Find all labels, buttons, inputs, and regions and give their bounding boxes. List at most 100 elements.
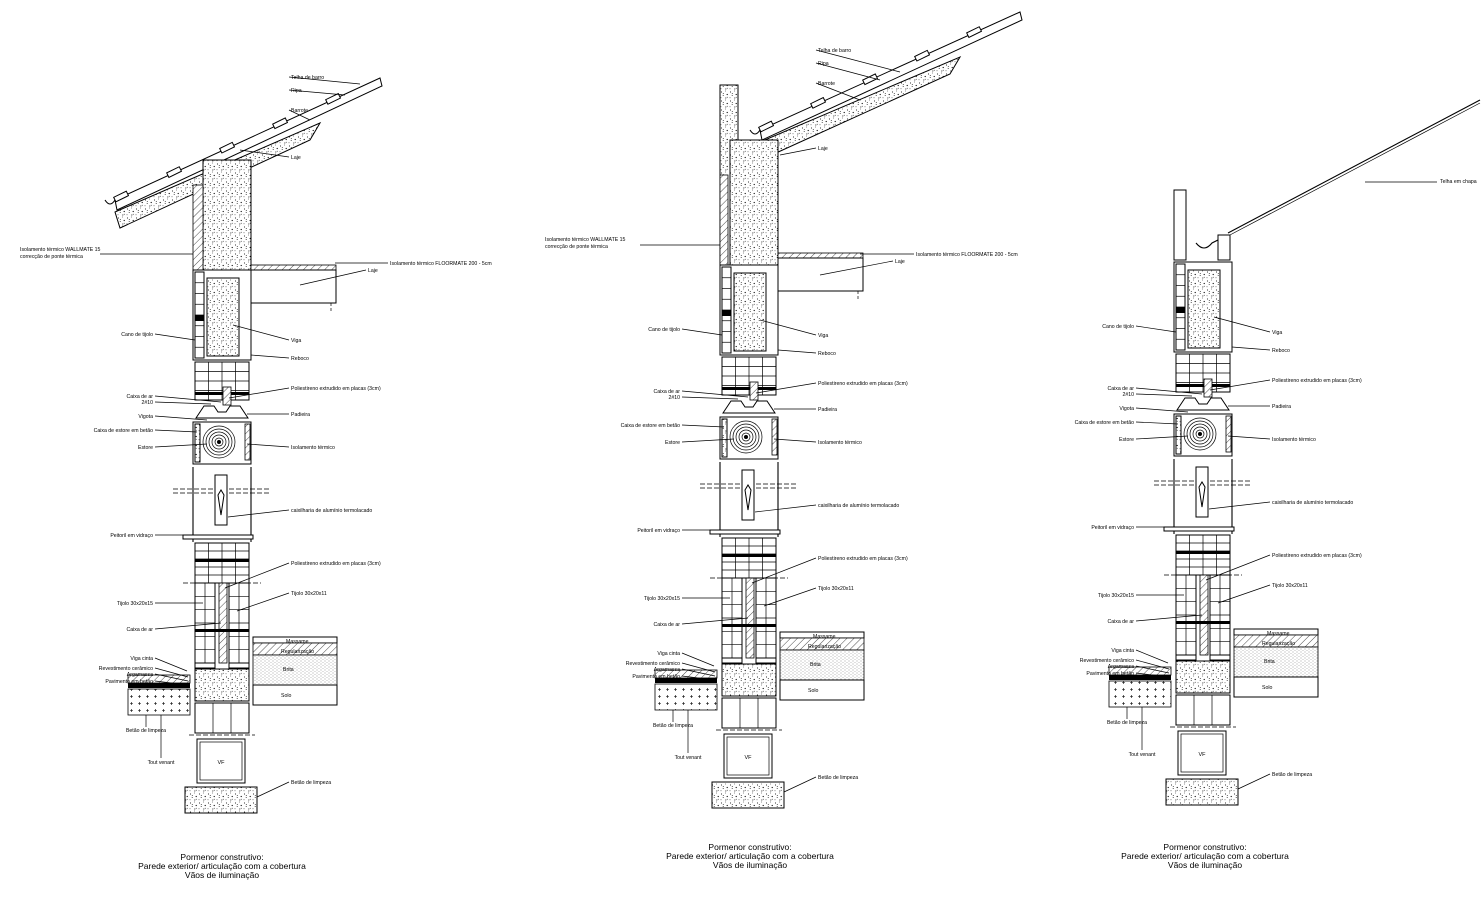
label-tout-venant: Tout venant <box>148 760 175 766</box>
leader-line <box>815 62 881 81</box>
parapet <box>1173 189 1187 261</box>
solo-layer <box>1233 676 1319 698</box>
label-massame: Massame <box>813 634 836 640</box>
xps-top <box>749 381 759 401</box>
leader-line <box>815 49 901 73</box>
label-caixa-estore: Caixa de estore em betão <box>94 428 154 434</box>
label-peitoril: Peitoril em vidraço <box>110 533 153 539</box>
leader-line <box>751 557 817 584</box>
leader-line <box>681 390 749 398</box>
label-massame: Massame <box>286 639 309 645</box>
label-ripa: Ripa <box>818 61 829 67</box>
brick-lower-grid <box>1175 534 1231 576</box>
label-isolamento-termico: Isolamento térmico <box>1272 437 1316 443</box>
label-viga-cinta: Viga cinta <box>130 656 153 662</box>
leader-line <box>1208 501 1271 510</box>
label-regularizacao: Regularização <box>808 644 841 650</box>
label-laje-top: Laje <box>291 155 301 161</box>
leader-line <box>1231 346 1271 351</box>
label-vf: VF <box>1198 752 1206 758</box>
parapet-concrete <box>202 159 252 271</box>
leader-line <box>819 260 894 276</box>
brita-layer <box>779 649 865 681</box>
brick-right <box>1209 574 1231 656</box>
leader-line <box>1135 614 1203 622</box>
label-argamassa: Argamassa <box>127 672 153 678</box>
brick-left <box>1175 574 1197 656</box>
label-tijolo-left: Tijolo 30x20x15 <box>117 601 153 607</box>
caption-line: Vãos de iluminação <box>713 860 787 870</box>
leader-line <box>779 147 817 156</box>
shutter-roll <box>732 423 760 451</box>
betao-limpeza-block <box>1165 778 1239 806</box>
label-tout-venant: Tout venant <box>675 755 702 761</box>
brick-lower-grid <box>721 537 777 579</box>
leader-line <box>154 415 208 421</box>
label-poliestireno-top: Poliestireno extrudido em placas (3cm) <box>291 386 381 392</box>
label-cano-tijolo: Cano de tijolo <box>648 327 680 333</box>
floormate-insulation <box>777 252 864 259</box>
label-telha: Telha de barro <box>291 75 324 81</box>
leader-line <box>227 509 290 518</box>
shutter-roll <box>1186 420 1214 448</box>
leader-line <box>681 328 723 336</box>
brick-right <box>755 577 777 659</box>
leader-line <box>246 443 290 448</box>
viga-concrete <box>206 277 240 357</box>
label-viga-cinta: Viga cinta <box>1111 648 1134 654</box>
label-solo: Solo <box>1262 685 1272 691</box>
brita-layer <box>1233 646 1319 678</box>
label-regularizacao: Regularização <box>1262 641 1295 647</box>
leader-line <box>250 354 290 359</box>
label-padieira: Padieira <box>818 407 837 413</box>
shutter-roll <box>738 429 754 445</box>
padieira <box>1176 397 1230 411</box>
detail-caption: Pormenor construtivo:Parede exterior/ ar… <box>138 852 306 880</box>
detail-caption: Pormenor construtivo:Parede exterior/ ar… <box>1121 842 1289 870</box>
label-revestimento: Revestimento cerâmico <box>99 666 153 672</box>
label-tijolo-left: Tijolo 30x20x15 <box>1098 593 1134 599</box>
label-caixilharia: caixilharia de alumínio termolacado <box>818 503 899 509</box>
label-betao-limpeza-right: Betão de limpeza <box>1272 772 1312 778</box>
shutter-roll <box>1195 429 1205 439</box>
label-vf: VF <box>744 755 752 761</box>
leader-line <box>154 680 189 686</box>
leader-line <box>681 438 735 443</box>
xps-top <box>1203 378 1213 398</box>
label-barrote: Barrote <box>291 108 308 114</box>
label-ripa: Ripa <box>291 88 302 94</box>
leader-line <box>154 395 222 403</box>
label-tijolo-right: Tijolo 30x20x11 <box>1272 583 1308 589</box>
betao-limpeza-block <box>711 781 785 809</box>
label-brita: Brita <box>810 662 821 668</box>
caption-line: Vãos de iluminação <box>185 870 259 880</box>
brick-left <box>194 582 216 664</box>
label-telha: Telha de barro <box>818 48 851 54</box>
leader-line <box>232 324 290 341</box>
label-laje-floor: Laje <box>368 268 378 274</box>
label-vigota: Vigota <box>138 414 153 420</box>
leader-line <box>288 109 311 121</box>
leader-line <box>755 382 817 394</box>
label-ferro: 2#10 <box>668 395 680 401</box>
label-ferro: 2#10 <box>1122 392 1134 398</box>
leader-line <box>1135 435 1189 440</box>
label-caixa-estore: Caixa de estore em betão <box>621 423 681 429</box>
roof-tiles <box>114 77 383 211</box>
label-poliestireno-top: Poliestireno extrudido em placas (3cm) <box>1272 378 1362 384</box>
footing-vf <box>1177 730 1227 776</box>
leader-line <box>1135 659 1170 670</box>
footing-wall <box>194 702 250 734</box>
peitoril <box>709 529 781 535</box>
floor-slab <box>250 269 337 304</box>
label-isolamento-wallmate: Isolamento térmico WALLMATE 15 <box>545 237 626 243</box>
floor-slab <box>777 257 864 292</box>
label-correcao-ponte: correcção de ponte térmica <box>545 244 608 250</box>
leader-line <box>783 776 817 793</box>
padieira <box>195 405 249 419</box>
leader-line <box>288 89 346 96</box>
label-vf: VF <box>217 760 225 766</box>
label-laje-floor: Laje <box>895 259 905 265</box>
